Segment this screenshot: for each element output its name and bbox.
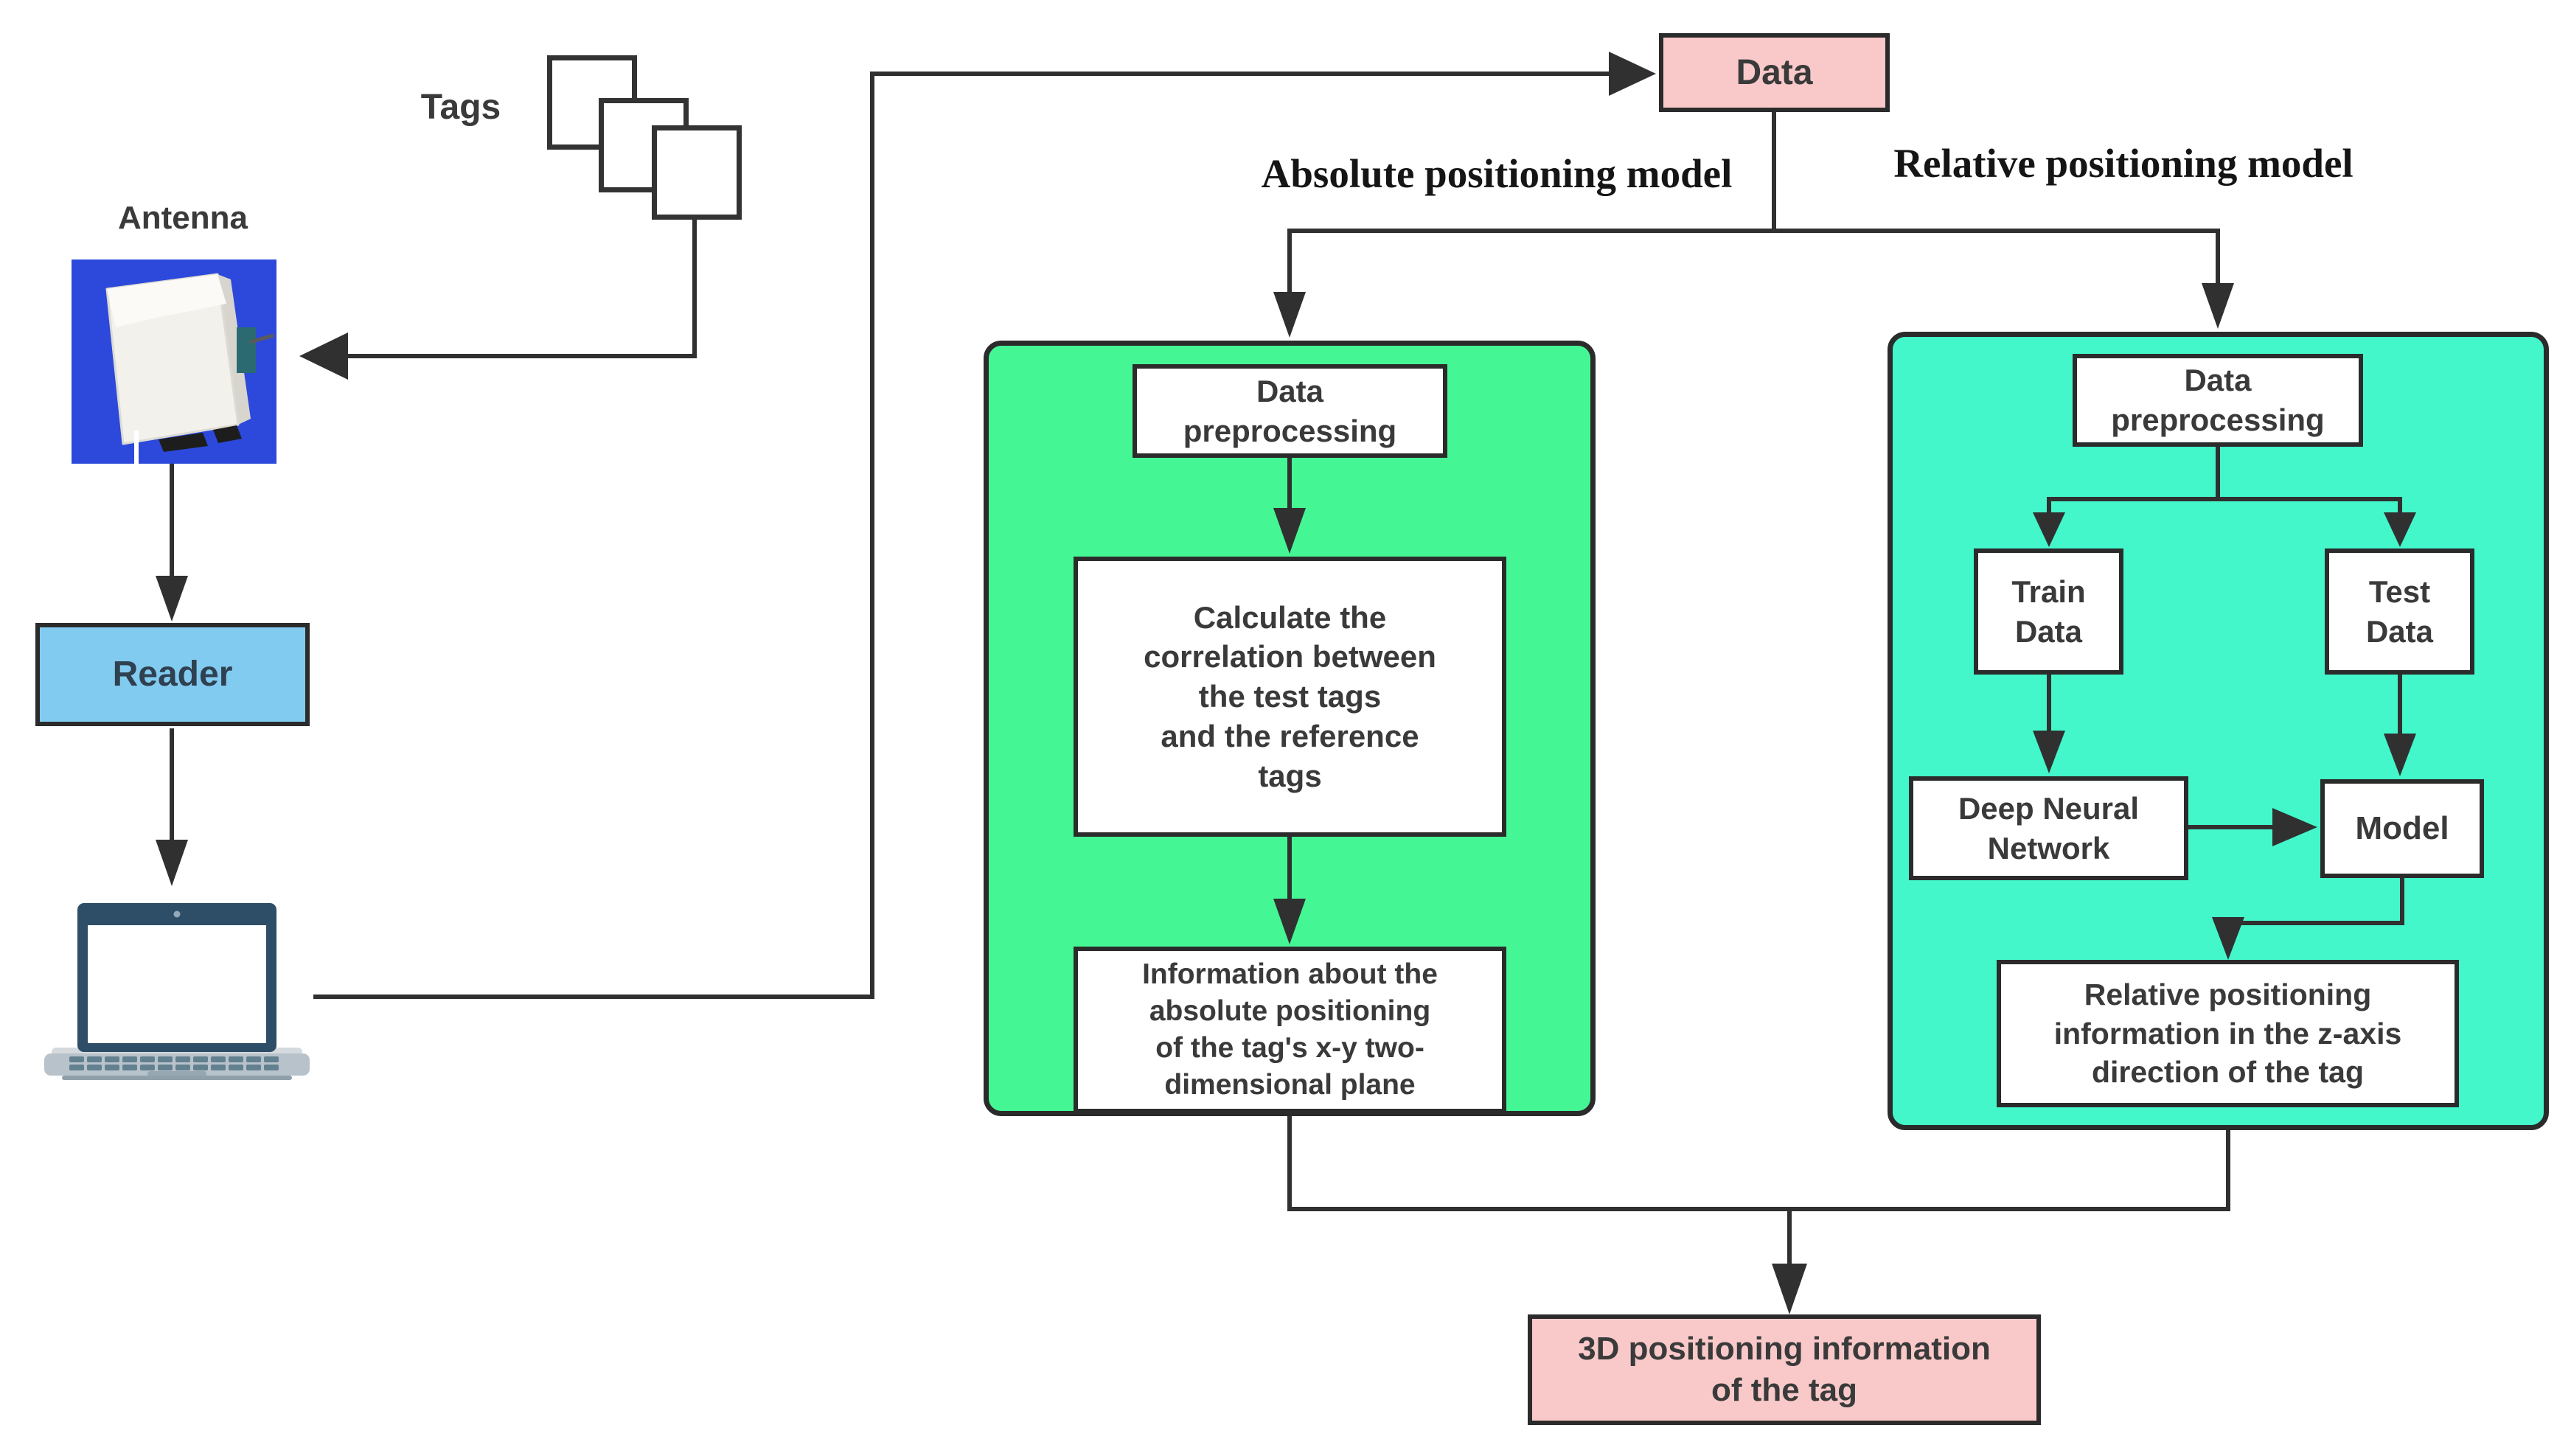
relative-model-title: Relative positioning model: [1843, 137, 2404, 189]
reader-box-label: Reader: [112, 655, 233, 694]
final-3d-positioning-box: 3D positioning information of the tag: [1528, 1314, 2041, 1425]
antenna-label: Antenna: [72, 198, 293, 239]
arrow-tags-to-antenna: [299, 220, 697, 380]
antenna-label-text: Antenna: [118, 200, 248, 236]
absolute-preprocess-label: Data preprocessing: [1183, 373, 1397, 448]
calculate-correlation-label: Calculate the correlation between the te…: [1144, 599, 1436, 793]
arrow-splitter-to-relative-panel: [2202, 229, 2234, 329]
arrow-laptop-to-data: [313, 52, 1656, 999]
reader-box: Reader: [35, 623, 310, 726]
absolute-preprocess-box: Data preprocessing: [1133, 364, 1447, 458]
calculate-correlation-box: Calculate the correlation between the te…: [1074, 557, 1506, 837]
arrow-preprocess-to-calculate: [1273, 458, 1306, 554]
laptop-icon: [44, 903, 310, 1080]
absolute-model-title-text: Absolute positioning model: [1261, 150, 1733, 196]
relative-preprocess-box: Data preprocessing: [2073, 354, 2363, 447]
relative-preprocess-label: Data preprocessing: [2111, 363, 2325, 437]
tags-label-text: Tags: [420, 87, 501, 127]
merge-to-final-arrow: [1287, 1116, 2230, 1314]
arrow-splitter-to-absolute-panel: [1273, 229, 1306, 338]
final-3d-positioning-label: 3D positioning information of the tag: [1578, 1330, 1991, 1408]
split-preprocess-to-train-test: [2033, 447, 2416, 547]
model-box: Model: [2320, 779, 2484, 878]
arrow-reader-to-laptop: [156, 728, 188, 886]
antenna-photo-graphic: [105, 273, 274, 464]
relative-model-title-text: Relative positioning model: [1893, 140, 2353, 186]
arrow-dnn-to-model: [2188, 808, 2317, 846]
deep-neural-network-label: Deep Neural Network: [1958, 790, 2140, 865]
train-data-label: Train Data: [2011, 574, 2086, 649]
test-data-box: Test Data: [2325, 548, 2474, 675]
rfid-tag-icon: [652, 125, 742, 220]
tags-label: Tags: [402, 85, 520, 129]
arrow-train-to-dnn: [2033, 675, 2065, 773]
absolute-result-box: Information about the absolute positioni…: [1074, 947, 1506, 1113]
arrow-test-to-model: [2384, 675, 2416, 776]
arrow-calculate-to-absolute-result: [1273, 837, 1306, 944]
arrow-model-to-relative-result: [2212, 878, 2404, 960]
test-data-label: Test Data: [2365, 574, 2434, 649]
absolute-model-title: Absolute positioning model: [1217, 147, 1777, 199]
line-data-splitter: [1290, 112, 2218, 233]
laptop-graphic: [44, 903, 310, 1080]
antenna-icon: [72, 259, 276, 464]
model-label: Model: [2355, 809, 2449, 846]
arrow-antenna-to-reader: [156, 459, 188, 621]
data-box: Data: [1659, 33, 1890, 112]
relative-result-box: Relative positioning information in the …: [1997, 960, 2459, 1107]
deep-neural-network-box: Deep Neural Network: [1909, 776, 2188, 880]
relative-result-label: Relative positioning information in the …: [2053, 978, 2402, 1090]
train-data-box: Train Data: [1974, 548, 2123, 675]
absolute-result-label: Information about the absolute positioni…: [1142, 958, 1438, 1101]
data-box-label: Data: [1736, 52, 1813, 92]
